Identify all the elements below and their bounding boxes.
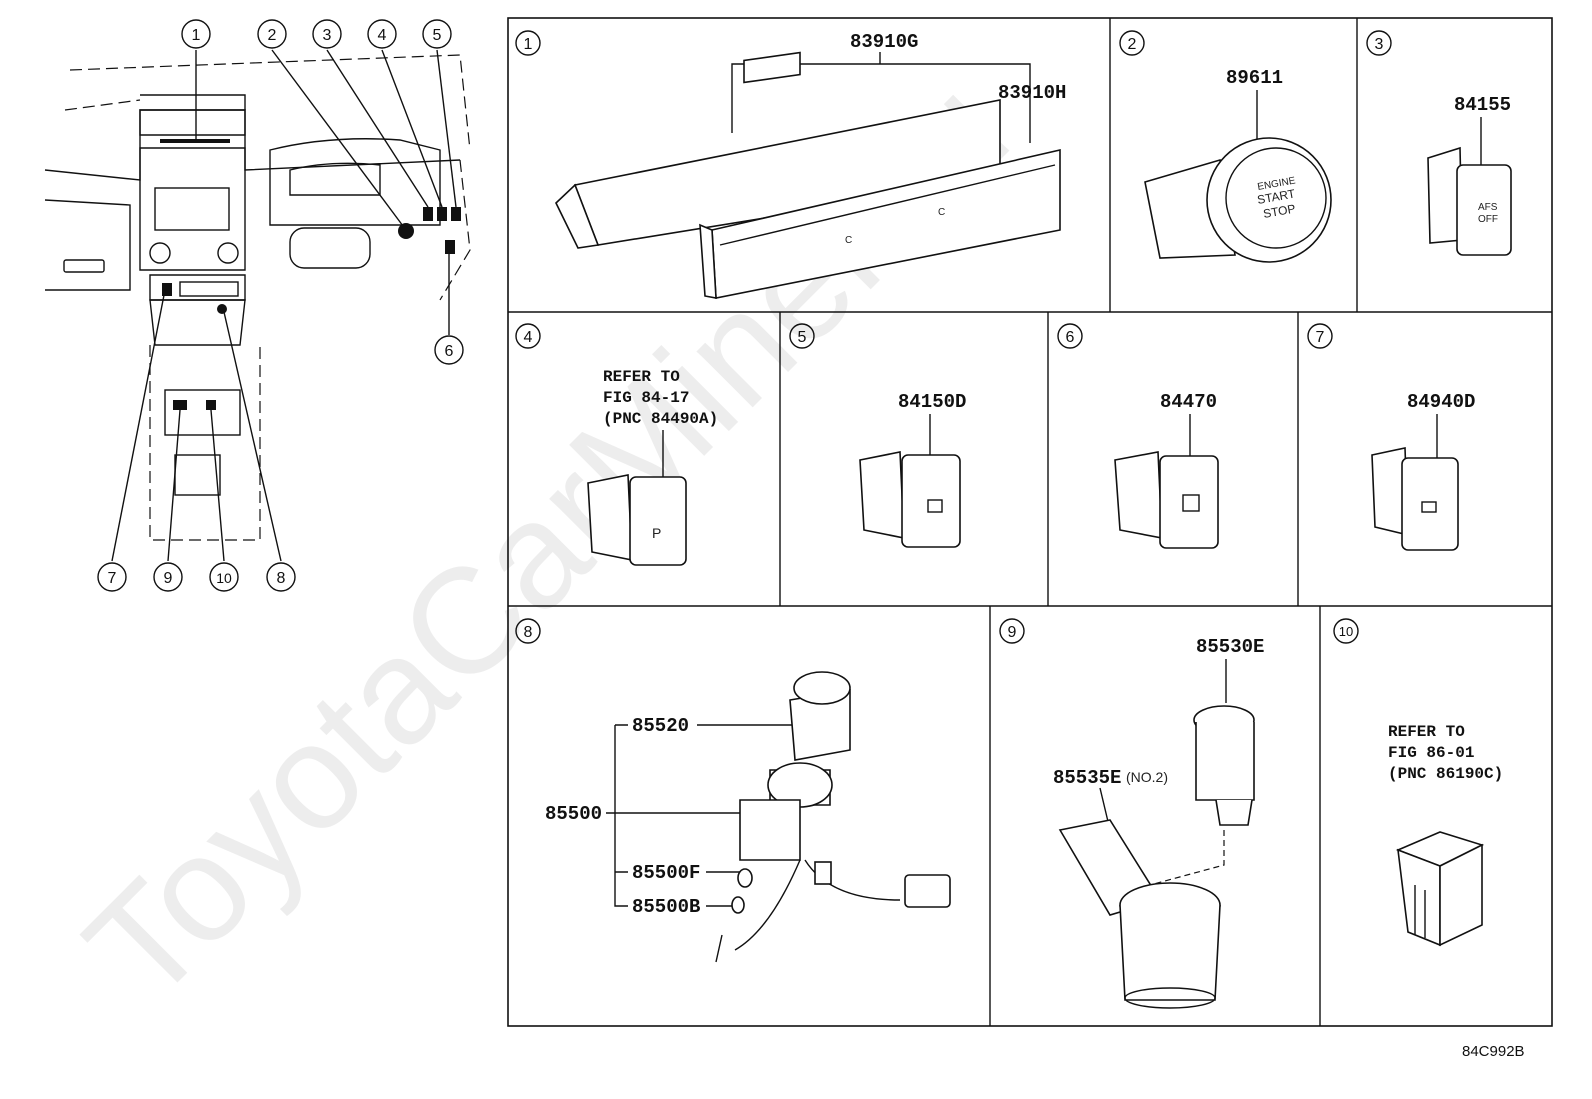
svg-text:10: 10 (216, 570, 232, 586)
svg-text:9: 9 (164, 570, 173, 587)
svg-text:3: 3 (323, 27, 332, 44)
panel-1: 1 83910G 83910H C C (515, 30, 1066, 299)
svg-text:3: 3 (1375, 36, 1384, 53)
svg-text:7: 7 (108, 570, 117, 587)
part-label-85535E: 85535E (1053, 767, 1121, 789)
vehicle-overview (44, 49, 471, 562)
panel-7: 7 84940D (1307, 323, 1475, 551)
panel-3: 3 84155 AFS OFF (1366, 30, 1512, 256)
callout-5: 5 (422, 19, 452, 49)
refer-line-2: FIG 86-01 (1388, 744, 1474, 762)
part-label-83910H: 83910H (998, 82, 1066, 104)
part-label-84150D: 84150D (898, 391, 966, 413)
svg-text:C: C (845, 235, 852, 246)
svg-text:6: 6 (1066, 329, 1075, 346)
svg-text:4: 4 (524, 329, 533, 346)
svg-text:6: 6 (445, 343, 454, 360)
refer-line-3: (PNC 84490A) (603, 410, 718, 428)
svg-text:P: P (652, 525, 661, 541)
callout-6: 6 (434, 335, 464, 365)
svg-text:STOP: STOP (1262, 202, 1296, 221)
panel-9: 9 85530E 85535E (NO.2) (999, 618, 1264, 1009)
svg-text:OFF: OFF (1478, 214, 1498, 225)
refer-line-2: FIG 84-17 (603, 389, 689, 407)
callout-7: 7 (97, 562, 127, 592)
panel-4: 4 REFER TO FIG 84-17 (PNC 84490A) P (515, 323, 718, 566)
svg-text:8: 8 (277, 570, 286, 587)
part-label-89611: 89611 (1226, 67, 1283, 89)
svg-text:2: 2 (1128, 36, 1137, 53)
part-label-85530E: 85530E (1196, 636, 1264, 658)
panel-8: 8 85520 85500 85500F 85500B (515, 618, 951, 963)
refer-line-3: (PNC 86190C) (1388, 765, 1503, 783)
part-label-83910G: 83910G (850, 31, 918, 53)
part-label-85520: 85520 (632, 715, 689, 737)
part-label-84155: 84155 (1454, 94, 1511, 116)
part-label-85500F: 85500F (632, 862, 700, 884)
callout-2: 2 (257, 19, 287, 49)
svg-text:7: 7 (1316, 329, 1325, 346)
panel-2: 2 89611 ENGINE START STOP (1119, 30, 1332, 263)
part-label-85500: 85500 (545, 803, 602, 825)
panel-5: 5 84150D (789, 323, 966, 548)
svg-text:START: START (1256, 186, 1297, 207)
svg-text:AFS: AFS (1478, 202, 1498, 213)
svg-text:1: 1 (192, 27, 201, 44)
drawing-code: 84C992B (1462, 1043, 1525, 1060)
refer-line-1: REFER TO (1388, 723, 1465, 741)
svg-text:9: 9 (1008, 624, 1017, 641)
callout-8: 8 (266, 562, 296, 592)
panel-grid (507, 17, 1553, 1027)
panel-10: 10 REFER TO FIG 86-01 (PNC 86190C) (1333, 618, 1503, 947)
part-label-84940D: 84940D (1407, 391, 1475, 413)
callout-1: 1 (181, 19, 211, 49)
note-no2: (NO.2) (1126, 769, 1168, 785)
callout-4: 4 (367, 19, 397, 49)
svg-text:5: 5 (433, 27, 442, 44)
callout-9: 9 (153, 562, 183, 592)
svg-text:10: 10 (1339, 624, 1353, 639)
svg-text:4: 4 (378, 27, 387, 44)
callout-3: 3 (312, 19, 342, 49)
callout-10: 10 (209, 562, 239, 592)
refer-line-1: REFER TO (603, 368, 680, 386)
svg-text:1: 1 (524, 36, 533, 53)
part-label-84470: 84470 (1160, 391, 1217, 413)
panel-6: 6 84470 (1057, 323, 1219, 549)
svg-text:8: 8 (524, 624, 533, 641)
part-label-85500B: 85500B (632, 896, 700, 918)
svg-text:2: 2 (268, 27, 277, 44)
svg-text:5: 5 (798, 329, 807, 346)
svg-text:C: C (938, 207, 945, 218)
